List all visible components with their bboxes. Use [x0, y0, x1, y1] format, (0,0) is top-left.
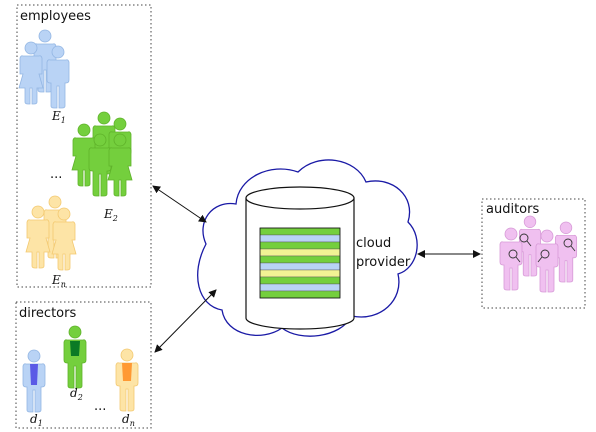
database-stripe [259, 290, 341, 299]
database-stripe [259, 227, 341, 236]
directors-group-box [15, 301, 152, 429]
magnifier-icon [519, 233, 532, 247]
director-tie-dn [122, 363, 132, 381]
label-d1: d1 [30, 412, 43, 428]
label-e2: E2 [103, 207, 118, 223]
director-d2 [63, 325, 87, 389]
label-d2: d2 [70, 386, 83, 402]
auditor-group [499, 215, 578, 293]
database-stripe [259, 283, 341, 292]
database-stripes [259, 227, 341, 299]
database-stripe [259, 269, 341, 278]
database-stripe [259, 241, 341, 250]
database-icon [245, 186, 355, 330]
employees-ellipsis: ... [50, 167, 62, 182]
magnifier-icon [537, 249, 550, 263]
magnifier-icon [508, 249, 521, 263]
auditors-group-box [481, 198, 586, 309]
database-stripe [259, 248, 341, 257]
magnifier-icons [508, 233, 576, 263]
auditors-title: auditors [486, 202, 539, 217]
label-dn: dn [122, 412, 135, 428]
magnifier-icon [563, 238, 576, 252]
employees-title: employees [20, 9, 91, 24]
director-tie-d2 [70, 341, 80, 356]
director-d1 [22, 349, 46, 413]
employee-group-en [25, 195, 77, 271]
director-tie-d1 [30, 364, 38, 385]
database-stripe [259, 262, 341, 271]
database-stripe [259, 276, 341, 285]
directors-title: directors [19, 306, 76, 321]
label-e1: E1 [51, 109, 66, 125]
employee-group-e1 [18, 29, 70, 109]
arrow-directors-cloud [154, 289, 217, 353]
database-stripe [259, 255, 341, 264]
directors-ellipsis: ... [94, 399, 106, 414]
director-dn [115, 348, 139, 412]
cloud-label-line1: cloud [356, 236, 391, 251]
arrow-employees-cloud [152, 185, 207, 223]
employee-group-e2 [71, 111, 133, 197]
cloud-label-line2: provider [356, 255, 411, 270]
database-stripe [259, 234, 341, 243]
label-en: En [51, 273, 66, 289]
